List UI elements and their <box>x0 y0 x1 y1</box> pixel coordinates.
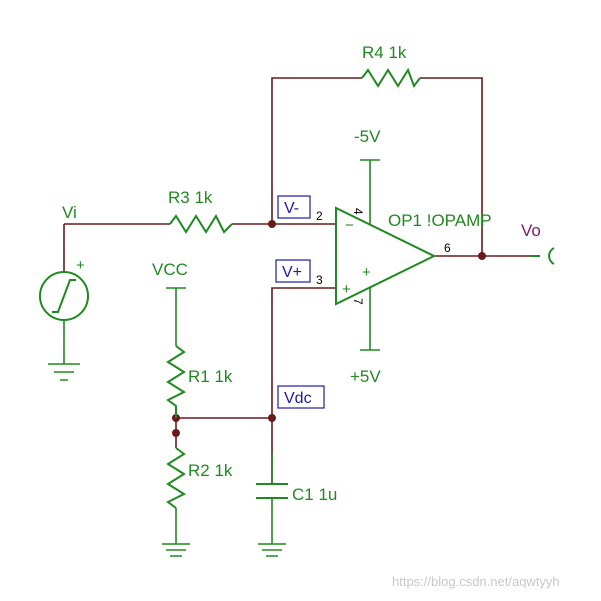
opamp-plus-sign-inner: + <box>342 281 351 298</box>
step-symbol <box>52 279 76 313</box>
opamp-op1 <box>335 159 437 351</box>
resistor-r1 <box>166 345 187 418</box>
capacitor-c1 <box>256 454 288 557</box>
netlabel-vplus: V+ <box>275 259 311 283</box>
source-plus-sign: + <box>76 257 85 274</box>
node-vdc <box>268 414 276 422</box>
label-r2: R2 1k <box>188 461 233 480</box>
wire-feedback-right <box>420 77 483 256</box>
label-r1: R1 1k <box>188 367 233 386</box>
pin-3: 3 <box>316 273 323 287</box>
resistor-r4 <box>361 67 421 89</box>
node-vout <box>478 252 486 260</box>
wire-pin3-to-vdc <box>271 287 336 418</box>
resistor-r3 <box>169 213 233 234</box>
label-vcc: VCC <box>152 260 188 279</box>
label-op1: OP1 !OPAMP <box>388 211 492 230</box>
label-r4: R4 1k <box>362 43 407 62</box>
wire-feedback-left <box>271 77 362 224</box>
voltage-source <box>39 271 89 381</box>
vcc-supply-symbol <box>166 287 186 346</box>
label-pos-supply: +5V <box>350 367 381 386</box>
junction-nodes <box>172 220 486 437</box>
watermark: https://blog.csdn.net/aqwtyyh <box>392 574 560 589</box>
output-terminal <box>530 247 555 265</box>
pin-2: 2 <box>316 209 323 223</box>
svg-text:V+: V+ <box>282 264 302 281</box>
label-r3: R3 1k <box>168 188 213 207</box>
label-vo: Vo <box>521 221 541 240</box>
pin-7: 7 <box>351 298 365 305</box>
label-vi: Vi <box>62 203 77 222</box>
netlabel-vdc: Vdc <box>277 385 325 409</box>
opamp-minus-sign: − <box>345 217 354 234</box>
svg-text:Vdc: Vdc <box>284 390 312 407</box>
label-neg-supply: -5V <box>354 127 381 146</box>
resistor-r2 <box>162 418 190 557</box>
netlabel-vminus: V- <box>277 195 311 219</box>
node-vminus <box>268 220 276 228</box>
svg-text:V-: V- <box>284 200 299 217</box>
label-c1: C1 1u <box>292 485 337 504</box>
pin-4: 4 <box>351 208 365 215</box>
opamp-plus-sign: + <box>362 264 371 281</box>
pin-6: 6 <box>444 241 451 255</box>
